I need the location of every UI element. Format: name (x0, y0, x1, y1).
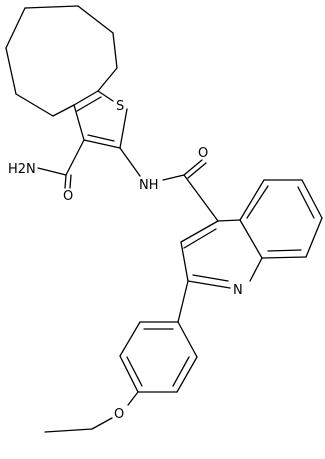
left-carboxamide (37, 139, 85, 189)
amide-oxygen-left-label: O (63, 189, 73, 204)
cyclooctane-ring (5, 5, 118, 117)
quinoline-nitrogen-label: N (233, 283, 243, 298)
quinoline-pyridine-ring (180, 219, 263, 289)
ethoxy-group (44, 391, 139, 433)
ether-oxygen-label: O (114, 407, 124, 422)
quinoline-benzo-ring (239, 179, 323, 259)
amide-linker (119, 147, 219, 222)
thiophene-ring (73, 90, 128, 149)
nh-label: NH (139, 178, 159, 193)
amide-nh2-label: H2N (8, 162, 36, 177)
thiophene-sulfur-label: S (116, 99, 124, 114)
ethoxyphenyl-ring (119, 280, 198, 393)
amide-oxygen-right-label: O (198, 146, 208, 161)
